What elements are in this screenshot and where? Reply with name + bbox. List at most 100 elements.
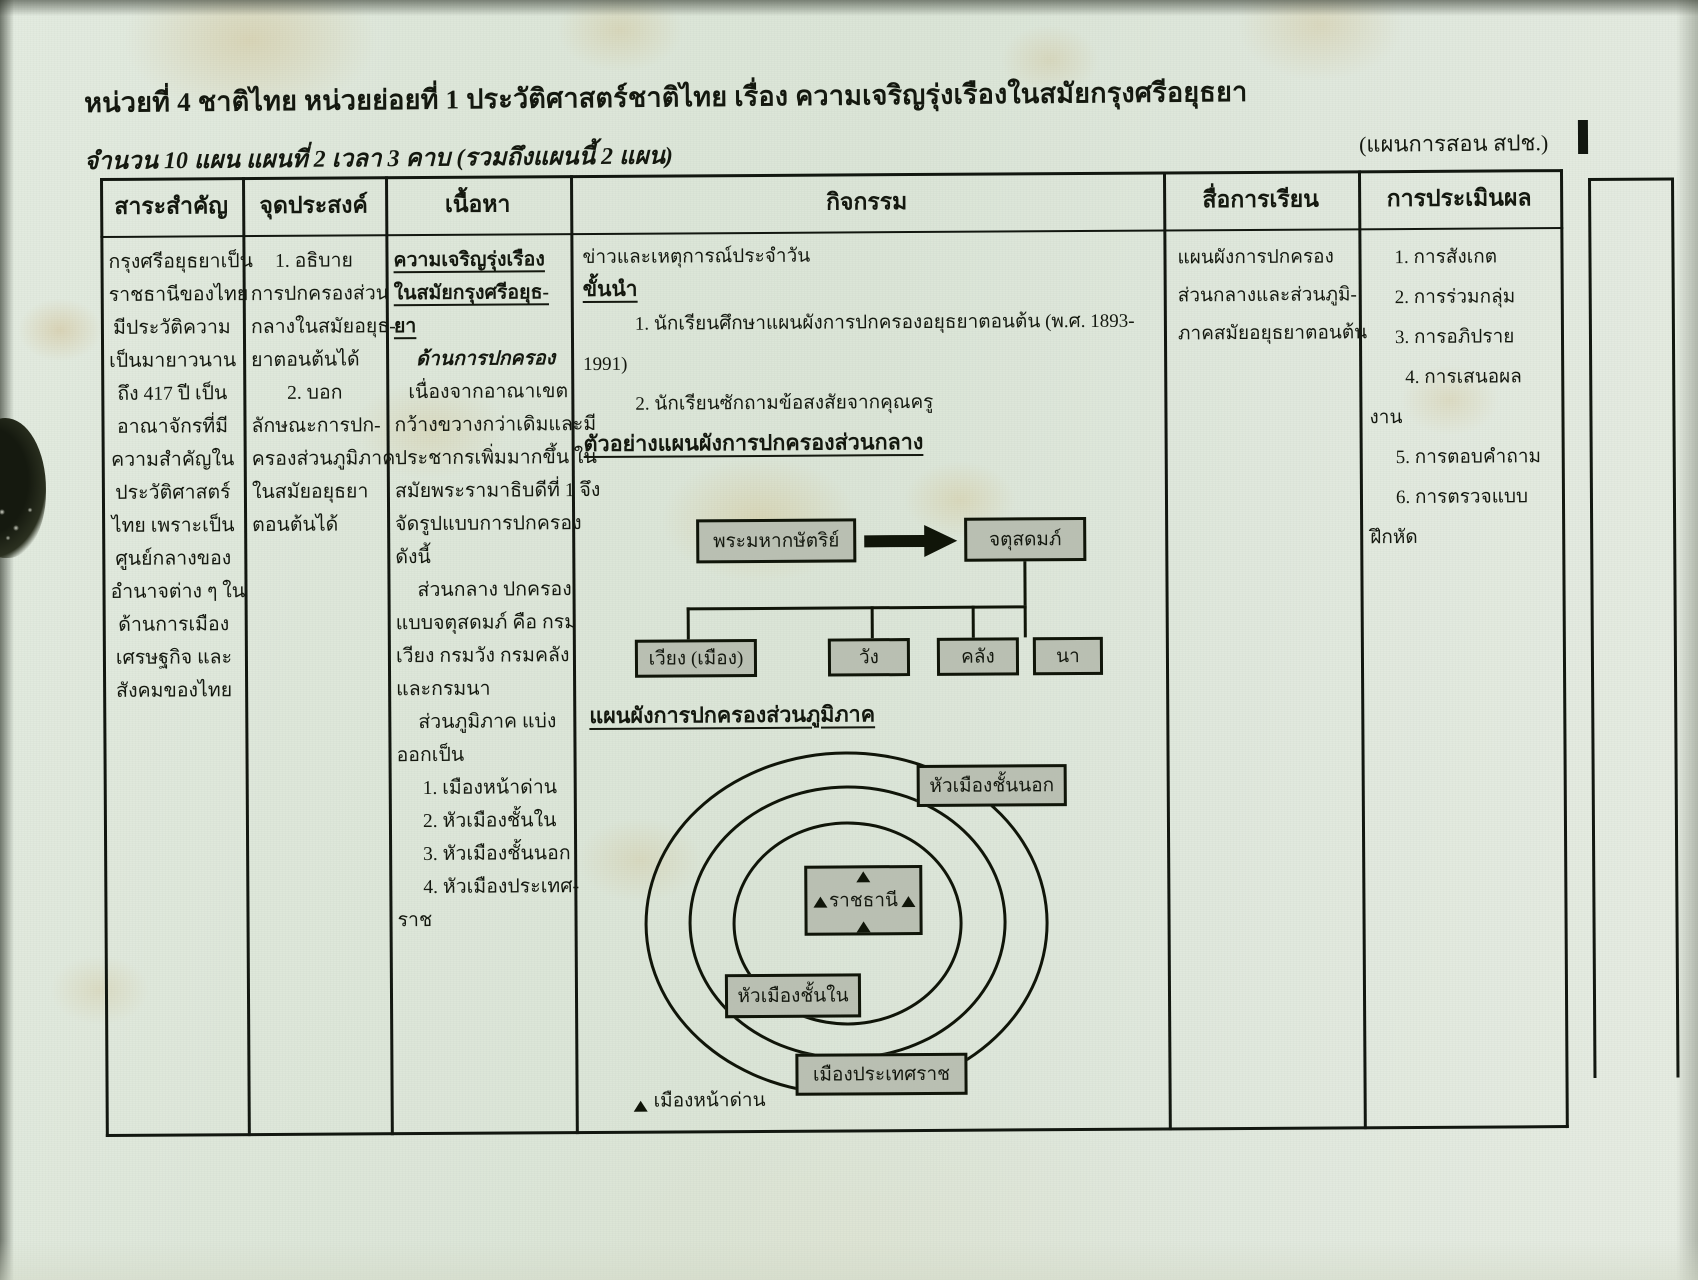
cell-activities: ข่าวและเหตุการณ์ประจำวัน ขั้นนำ 1. นักเร… <box>570 230 1164 464</box>
cell-key-concept: กรุงศรีอยุธยาเป็น ราชธานีของไทย มีประวัต… <box>100 235 254 708</box>
page-title: หน่วยที่ 4 ชาติไทย หน่วยย่อยที่ 1 ประวัต… <box>84 76 1248 118</box>
content-line: สมัยพระรามาธิบดีที่ 1 จึง <box>394 479 601 503</box>
activity-item: 2. นักเรียนซักถามข้อสงสัยจากคุณครู <box>635 391 934 415</box>
material-line: ส่วนกลางและส่วนภูมิ- <box>1177 284 1357 307</box>
evaluation-item-tail: งาน <box>1369 407 1403 429</box>
orgchart-node-king: พระมหากษัตริย์ <box>696 518 857 564</box>
text-line: มีประวัติความ <box>113 317 231 339</box>
cell-materials: แผนผังการปกครอง ส่วนกลางและส่วนภูมิ- ภาค… <box>1163 228 1368 353</box>
plan-source-note: (แผนการสอน สปช.) <box>1358 130 1549 157</box>
legend-label: เมืองหน้าด่าน <box>653 1089 766 1112</box>
text-line: ไทย เพราะเป็น <box>111 515 235 537</box>
content-subtitle: ด้านการปกครอง <box>416 348 556 371</box>
label-tributary-states: เมืองประเทศราช <box>795 1052 968 1096</box>
lesson-plan-table: สาระสำคัญ จุดประสงค์ เนื้อหา กิจกรรม สื่… <box>100 169 1569 1137</box>
cell-evaluation: 1. การสังเกต 2. การร่วมกลุ่ม 3. การอภิปร… <box>1358 227 1590 558</box>
front-city-triangle-left <box>813 896 828 908</box>
content-list-item: 4. หัวเมืองประเทศ- <box>423 876 580 899</box>
legend-triangle-icon <box>633 1100 648 1112</box>
evaluation-item: 4. การเสนอผล <box>1405 366 1522 389</box>
central-diagram-title: ตัวอย่างแผนผังการปกครองส่วนกลาง <box>583 429 924 457</box>
column-header-evaluation: การประเมินผล <box>1386 185 1532 212</box>
right-arrow-icon <box>864 524 958 557</box>
evaluation-item: 6. การตรวจแบบ <box>1395 486 1529 509</box>
provincial-diagram-title: แผนผังการปกครองส่วนภูมิภาค <box>589 702 876 729</box>
orgchart-branch-2 <box>870 606 874 639</box>
objective-line: 1. อธิบาย <box>275 250 354 272</box>
orgchart-branch-4 <box>1023 605 1027 638</box>
objective-line: ลักษณะการปก- <box>251 415 381 438</box>
text-line: ประวัติศาสตร์ <box>115 482 231 504</box>
cell-content: ความเจริญรุ่งเรือง ในสมัยกรุงศรีอยุธ- ยา… <box>385 233 601 937</box>
text-line: ศูนย์กลางของ <box>115 548 232 570</box>
material-line: ภาคสมัยอยุธยาตอนต้น <box>1177 322 1368 345</box>
orgchart-leaf-klang: คลัง <box>936 637 1020 676</box>
content-line: และกรมนา <box>396 678 491 701</box>
content-line-tail: ราช <box>397 909 433 932</box>
activity-item: 1. นักเรียนศึกษาแผนผังการปกครองอยุธยาตอน… <box>634 310 1135 335</box>
column-header-materials: สื่อการเรียน <box>1202 186 1319 213</box>
objective-line: ครองส่วนภูมิภาค <box>251 448 396 471</box>
evaluation-item-tail: ฝึกหัด <box>1370 526 1418 549</box>
column-header-key-concept: สาระสำคัญ <box>114 193 229 219</box>
orgchart-branch-1 <box>686 607 690 640</box>
material-line: แผนผังการปกครอง <box>1177 246 1334 269</box>
evaluation-item: 2. การร่วมกลุ่ม <box>1394 286 1516 309</box>
content-title-line: ความเจริญรุ่งเรือง <box>393 249 545 272</box>
orgchart-node-chatusadom: จตุสดมภ์ <box>964 516 1087 562</box>
orgchart-connector-horizontal <box>686 605 1027 611</box>
evaluation-item: 5. การตอบคำถาม <box>1395 446 1542 469</box>
orgchart-leaf-na: นา <box>1032 636 1104 676</box>
front-city-triangle-top <box>856 871 871 883</box>
content-line: แบบจตุสดมภ์ คือ กรม <box>395 612 578 635</box>
text-line: กรุงศรีอยุธยาเป็น <box>108 251 254 273</box>
table-border-bottom <box>105 1125 1569 1137</box>
activity-item-cont: 1991) <box>583 353 628 376</box>
content-line: ประชากรเพิ่มมากขึ้น ใน <box>394 446 597 470</box>
text-line: ราชธานีของไทย <box>108 284 249 306</box>
content-line: ส่วนกลาง ปกครอง <box>417 579 572 602</box>
content-line: จัดรูปแบบการปกครอง <box>395 513 582 536</box>
objective-line: 2. บอก <box>287 382 343 404</box>
objective-line: ยาตอนต้นได้ <box>251 349 360 372</box>
front-city-triangle-right <box>901 896 916 908</box>
page-edge-partial-column <box>1588 177 1680 1078</box>
text-line: ถึง 417 ปี เป็น <box>117 383 228 405</box>
content-line: เนื่องจากอาณาเขต <box>408 381 569 404</box>
capital-label: ราชธานี <box>828 890 899 912</box>
objective-line: ในสมัยอยุธยา <box>251 481 369 504</box>
content-line: กว้างขวางกว่าเดิมและมี <box>394 413 597 437</box>
text-line: อาณาจักรที่มี <box>116 416 229 438</box>
text-line: ด้านการเมือง <box>118 614 230 636</box>
content-line: ดังนี้ <box>395 546 431 569</box>
cell-objectives: 1. อธิบาย การปกครองส่วน กลางในสมัยอยุธ- … <box>242 234 396 542</box>
orgchart-branch-3 <box>971 605 975 638</box>
text-line: สังคมของไทย <box>116 680 233 702</box>
content-list-item: 1. เมืองหน้าด่าน <box>422 777 558 800</box>
evaluation-item: 1. การสังเกต <box>1394 246 1498 269</box>
orgchart-leaf-wang: วัง <box>827 638 911 677</box>
front-city-triangle-bottom <box>856 921 871 933</box>
text-line: อำนาจต่าง ๆ ใน <box>110 581 246 603</box>
content-title-line: ยา <box>393 316 417 338</box>
orgchart-leaf-wiang: เวียง (เมือง) <box>634 638 758 678</box>
label-inner-provinces: หัวเมืองชั้นใน <box>724 973 862 1019</box>
content-line: ส่วนภูมิภาค แบ่ง <box>418 711 557 734</box>
content-list-item: 2. หัวเมืองชั้นใน <box>422 810 557 833</box>
column-header-objectives: จุดประสงค์ <box>259 192 368 219</box>
content-line: ออกเป็น <box>396 744 465 767</box>
evaluation-item: 3. การอภิปราย <box>1394 326 1515 349</box>
plan-subtitle: จำนวน 10 แผน แผนที่ 2 เวลา 3 คาบ (รวมถึง… <box>84 143 674 175</box>
text-line: เศรษฐกิจ และ <box>115 647 233 669</box>
central-government-org-chart: พระมหากษัตริย์ จตุสดมภ์ เวียง (เมือง) วั… <box>100 169 1563 678</box>
orgchart-connector-vertical <box>1023 561 1027 606</box>
objective-line: กลางในสมัยอยุธ- <box>250 316 396 339</box>
activity-step-heading: ขั้นนำ <box>582 276 638 302</box>
text-line: เป็นมายาวนาน <box>109 350 237 372</box>
content-list-item: 3. หัวเมืองชั้นนอก <box>423 843 571 866</box>
column-header-content: เนื้อหา <box>444 191 511 217</box>
content-title-line: ในสมัยกรุงศรีอยุธ- <box>393 282 550 305</box>
page-edge-mark <box>1577 119 1589 155</box>
activity-intro: ข่าวและเหตุการณ์ประจำวัน <box>582 245 811 269</box>
